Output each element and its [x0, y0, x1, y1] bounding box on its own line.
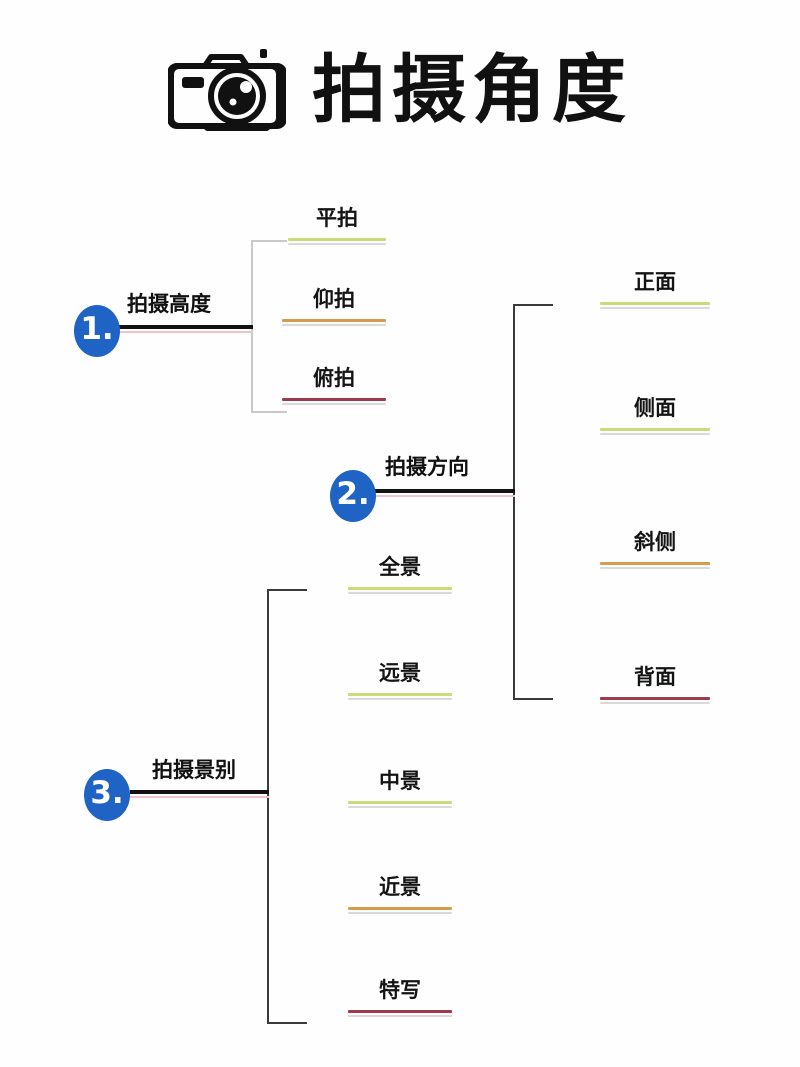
leaf-beimian-label: 背面: [634, 665, 676, 689]
leaf-beimian-rule: [600, 697, 710, 704]
leaf-xiece-rule: [600, 562, 710, 569]
leaf-zhengmian[interactable]: 正面: [600, 270, 710, 309]
branch-1-stem: [119, 325, 253, 333]
leaf-texie[interactable]: 特写: [348, 978, 452, 1017]
leaf-pingpai[interactable]: 平拍: [288, 206, 386, 245]
leaf-zhengmian-label: 正面: [634, 270, 676, 294]
leaf-pingpai-label: 平拍: [316, 206, 358, 230]
leaf-quanjing-rule: [348, 587, 452, 594]
leaf-yangpai-label: 仰拍: [313, 287, 355, 311]
leaf-yangpai-rule: [282, 319, 386, 326]
leaf-quanjing-label: 全景: [379, 555, 421, 579]
leaf-fupai-label: 俯拍: [313, 366, 355, 390]
branch-3-label: 拍摄景别: [152, 758, 236, 782]
leaf-fupai-rule: [282, 398, 386, 405]
leaf-jinjing-rule: [348, 907, 452, 914]
leaf-cemian-label: 侧面: [634, 396, 676, 420]
leaf-xiece[interactable]: 斜侧: [600, 530, 710, 569]
leaf-texie-rule: [348, 1010, 452, 1017]
leaf-jinjing[interactable]: 近景: [348, 875, 452, 914]
leaf-zhongjing-label: 中景: [379, 769, 421, 793]
leaf-fupai[interactable]: 俯拍: [282, 366, 386, 405]
page-title: 拍摄角度: [0, 44, 800, 136]
branch-2-label: 拍摄方向: [385, 455, 469, 479]
leaf-quanjing[interactable]: 全景: [348, 555, 452, 594]
branch-1-label: 拍摄高度: [127, 292, 211, 316]
leaf-pingpai-rule: [288, 238, 386, 245]
leaf-zhongjing[interactable]: 中景: [348, 769, 452, 808]
leaf-yuanjing-rule: [348, 693, 452, 700]
leaf-cemian-rule: [600, 428, 710, 435]
title-text: 拍摄角度: [312, 47, 632, 133]
camera-icon: [168, 44, 286, 136]
leaf-yangpai[interactable]: 仰拍: [282, 287, 386, 326]
leaf-yuanjing-label: 远景: [379, 661, 421, 685]
branch-1-badge[interactable]: 1.: [74, 305, 120, 357]
branch-3-bracket: [267, 589, 307, 1024]
leaf-yuanjing[interactable]: 远景: [348, 661, 452, 700]
branch-3-stem: [130, 790, 269, 798]
leaf-beimian[interactable]: 背面: [600, 665, 710, 704]
leaf-zhengmian-rule: [600, 302, 710, 309]
leaf-jinjing-label: 近景: [379, 875, 421, 899]
branch-3-badge[interactable]: 3.: [84, 769, 130, 821]
branch-2-stem: [375, 489, 515, 497]
leaf-cemian[interactable]: 侧面: [600, 396, 710, 435]
leaf-zhongjing-rule: [348, 801, 452, 808]
branch-2-bracket: [513, 304, 553, 700]
leaf-xiece-label: 斜侧: [634, 530, 676, 554]
branch-2-badge[interactable]: 2.: [330, 470, 376, 522]
leaf-texie-label: 特写: [379, 978, 421, 1002]
